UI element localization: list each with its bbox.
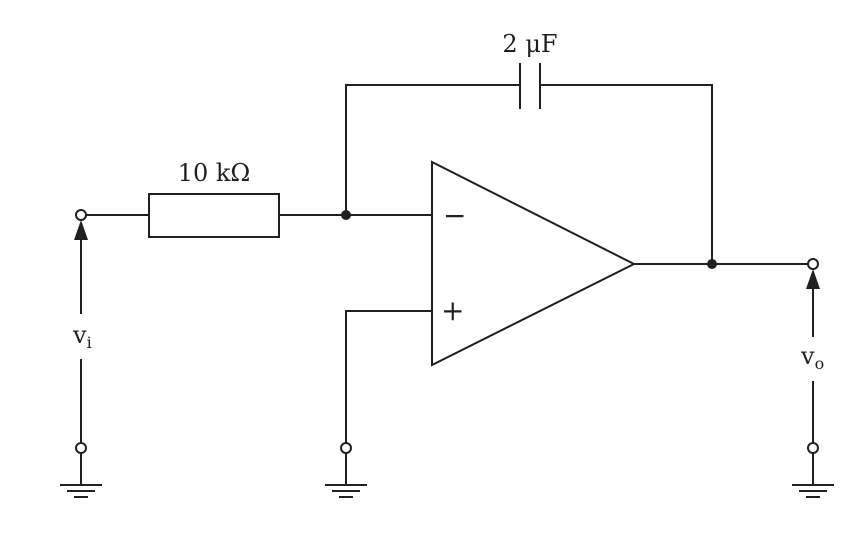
input-ground-terminal-icon	[75, 442, 87, 454]
opamp-inverting-symbol: −	[443, 199, 466, 232]
output-voltage-label: vo	[800, 342, 824, 373]
input-terminal-icon	[75, 209, 87, 221]
input-section: 10 kΩ vi	[60, 159, 433, 498]
input-voltage-label: vi	[72, 321, 92, 352]
output-ground-terminal-icon	[807, 442, 819, 454]
resistor-label: 10 kΩ	[178, 159, 251, 187]
resistor-body	[148, 193, 280, 238]
output-node-junction-icon	[707, 259, 717, 269]
noninverting-section	[325, 310, 433, 498]
capacitor-label: 2 μF	[502, 30, 557, 58]
opamp-triangle	[431, 160, 637, 367]
output-ground-icon	[792, 484, 834, 498]
opamp: − +	[431, 160, 637, 367]
noninverting-ground-icon	[325, 484, 367, 498]
noninverting-ground-terminal-icon	[340, 442, 352, 454]
input-voltage-arrow-icon	[74, 220, 88, 240]
input-ground-icon	[60, 484, 102, 498]
output-section: vo	[633, 258, 834, 498]
opamp-noninverting-symbol: +	[441, 294, 464, 327]
feedback-section: 2 μF	[345, 30, 713, 265]
output-voltage-arrow-icon	[806, 269, 820, 289]
output-terminal-icon	[807, 258, 819, 270]
